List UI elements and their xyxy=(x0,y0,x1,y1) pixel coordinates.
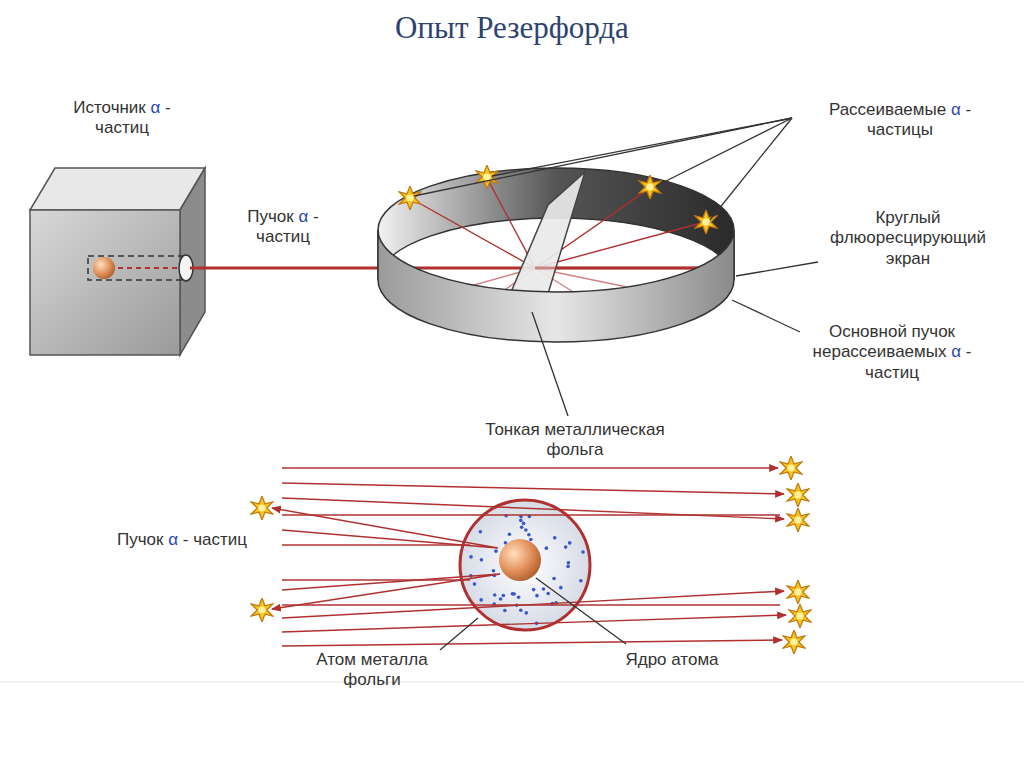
alpha-source xyxy=(30,168,205,355)
callout-label: Тонкая металлическая фольга xyxy=(465,420,685,461)
callout-label: Основной пучок нерассеиваемых α - частиц xyxy=(792,322,992,383)
callout-label: Пучок α - частиц xyxy=(117,530,247,550)
callout-label: Круглый флюоресцирующий экран xyxy=(823,208,993,269)
callout-label: Пучок α - частиц xyxy=(223,207,343,248)
alpha-beam xyxy=(190,267,722,270)
title: Опыт Резерфорда xyxy=(0,10,1024,46)
leader-lines xyxy=(414,118,818,416)
flashes xyxy=(399,165,717,234)
atom-scheme xyxy=(251,456,811,654)
callout-label: Атом металла фольги xyxy=(297,650,447,691)
callout-label: Рассеиваемые α - частицы xyxy=(815,100,985,141)
callout-label: Ядро атома xyxy=(612,650,732,670)
callout-label: Источник α - частиц xyxy=(70,98,174,139)
screen-front xyxy=(378,230,734,342)
